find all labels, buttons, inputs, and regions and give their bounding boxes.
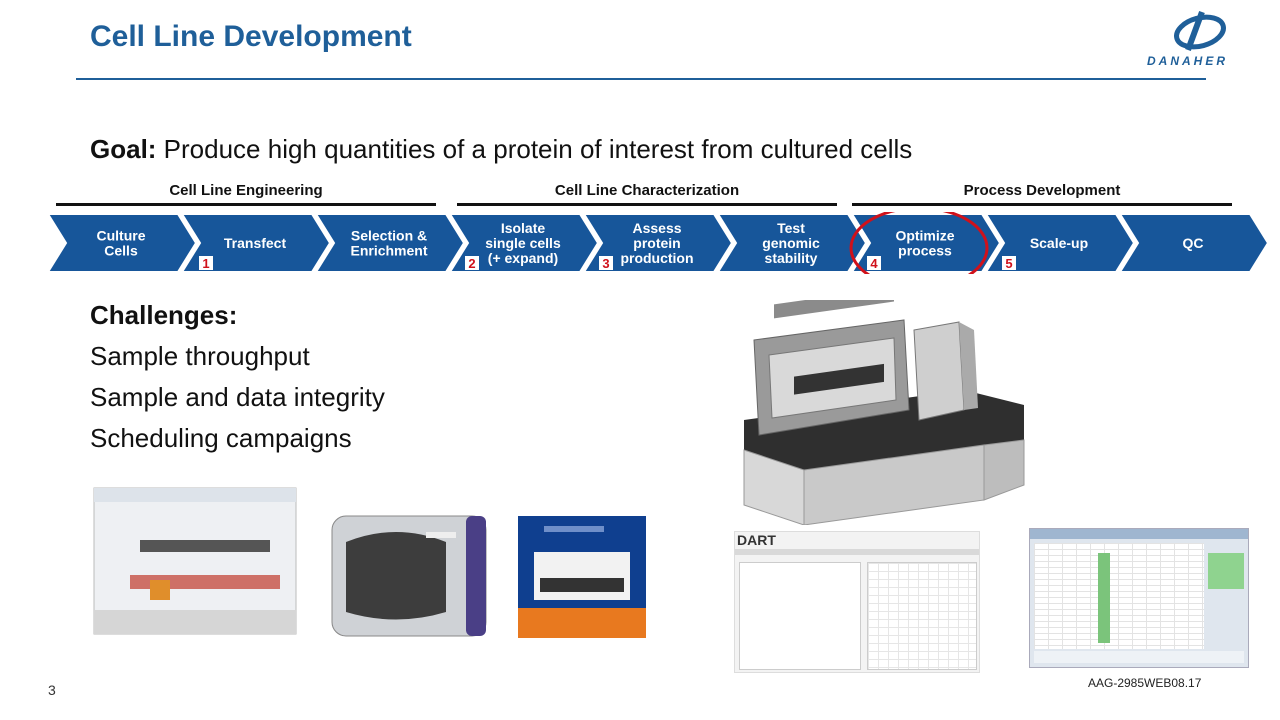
step-marker-number: 4 [870, 256, 878, 271]
process-step-chevron [48, 213, 198, 273]
document-code: AAG-2985WEB08.17 [1088, 676, 1202, 690]
process-step-chevron [984, 213, 1136, 273]
process-step-label: Scale-up [1030, 235, 1088, 251]
slide-title: Cell Line Development [90, 20, 412, 53]
phase-label-engineering: Cell Line Engineering [169, 182, 323, 199]
challenge-item: Sample and data integrity [90, 382, 385, 412]
goal-label: Goal: [90, 134, 157, 164]
process-step-chevron [314, 213, 466, 273]
challenges-heading: Challenges: [90, 300, 238, 330]
process-step-label: QC [1183, 235, 1204, 251]
phase-label-characterization: Cell Line Characterization [554, 182, 740, 199]
step-marker-box [867, 256, 881, 270]
goal-statement: Goal: Produce high quantities of a prote… [90, 134, 912, 165]
dart-software-image: DART [734, 531, 980, 673]
title-divider [76, 78, 1206, 80]
spectrometer-image [518, 516, 646, 638]
goal-text: Produce high quantities of a protein of … [156, 134, 913, 164]
challenge-item: Sample throughput [90, 341, 310, 371]
danaher-logo: DANAHER [1140, 10, 1260, 70]
dart-title: DART [737, 532, 776, 548]
phase-line-engineering [56, 203, 436, 206]
step-marker-number: 2 [468, 256, 475, 271]
challenge-item: Scheduling campaigns [90, 423, 352, 453]
process-step-chevron [716, 213, 868, 273]
step-marker-number: 3 [602, 256, 609, 271]
process-step-chevron [582, 213, 734, 273]
step-marker-box [199, 256, 213, 270]
page-number: 3 [48, 682, 56, 698]
step-marker-number: 1 [202, 256, 209, 271]
phase-line-process [852, 203, 1232, 206]
process-step-chevron [1118, 213, 1268, 273]
process-step-label: Transfect [224, 235, 287, 251]
phase-line-characterization [457, 203, 837, 206]
step-marker-box [599, 256, 613, 270]
step-marker-number: 5 [1005, 256, 1012, 271]
process-step-chevron [850, 213, 1002, 273]
automated-workcell-image [743, 300, 1025, 525]
process-step-chevron [448, 213, 600, 273]
logo-text: DANAHER [1147, 54, 1228, 68]
process-step-label: Selection &Enrichment [350, 228, 427, 259]
challenges-list: Challenges: Sample throughput Sample and… [90, 295, 385, 459]
process-step-chevron [180, 213, 332, 273]
scheduler-software-image [1029, 528, 1249, 668]
step-marker-box [1002, 256, 1016, 270]
highlight-circle [849, 212, 989, 274]
step-marker-box [465, 256, 479, 270]
danaher-logo-mark-icon [1174, 10, 1226, 52]
liquid-handler-image [90, 480, 304, 638]
plate-reader-image [331, 515, 487, 637]
phase-label-process: Process Development [963, 182, 1121, 199]
